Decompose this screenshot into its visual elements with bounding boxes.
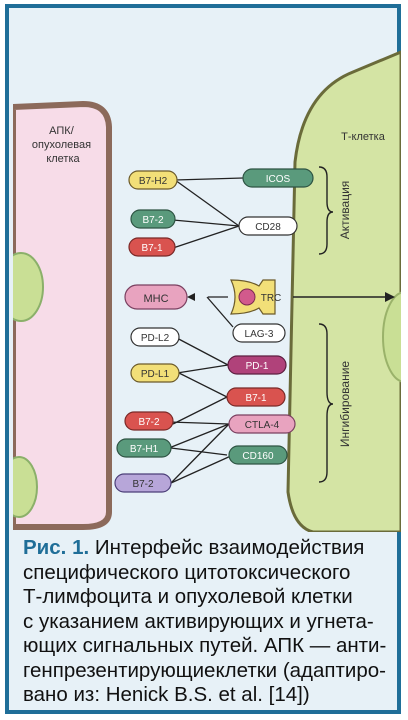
molecule-label: PD-L2 (141, 333, 170, 344)
molecule-label: CD160 (242, 451, 274, 462)
tcell-label: Т-клетка (341, 131, 386, 143)
apc-molecule-mhc: MHC (125, 285, 187, 309)
molecule-label: B7-2 (138, 417, 160, 428)
interface-diagram: АПК/ опухолевая клетка Т-клетка Активаци… (13, 12, 401, 532)
figure-label: Рис. 1. (23, 536, 89, 559)
caption-line: Рис. 1. Интерфейс взаимодействия (23, 536, 389, 561)
apc-label-line: клетка (46, 153, 80, 165)
apc-label-line: АПК/ (49, 125, 75, 137)
molecule-label: B7-1 (245, 393, 267, 404)
apc-molecule-pdl1: PD-L1 (131, 364, 179, 382)
t-molecule-ctla4: CTLA-4 (229, 415, 295, 433)
t-molecule-cd160: CD160 (229, 446, 287, 464)
apc-molecule-b72-lower: B7-2 (125, 412, 173, 430)
t-molecule-b71: B7-1 (227, 388, 285, 406)
molecule-label: MHC (143, 293, 168, 305)
caption-line: генпрезентирующиеклетки (адаптиро- (23, 659, 389, 684)
molecule-label: CTLA-4 (245, 420, 280, 431)
molecule-label: B7-H2 (139, 176, 168, 187)
molecule-label: PD-1 (246, 361, 269, 372)
molecule-label: B7-2 (142, 215, 164, 226)
apc-molecule-b72: B7-2 (131, 210, 175, 228)
caption-line: ющих сигнальных путей. АПК — анти- (23, 634, 389, 659)
caption-line: с указанием активирующих и угнета- (23, 610, 389, 635)
apc-molecule-b72-bottom: B7-2 (115, 474, 171, 492)
molecule-label: B7-2 (132, 479, 154, 490)
molecule-label: B7-H1 (130, 444, 159, 455)
molecule-label: TRC (261, 293, 282, 304)
apc-molecule-b71: B7-1 (129, 238, 175, 256)
caption-line: Т-лимфоцита и опухолевой клетки (23, 585, 389, 610)
t-molecule-pd1: PD-1 (228, 356, 286, 374)
molecule-label: CD28 (255, 222, 281, 233)
t-molecule-icos: ICOS (243, 169, 313, 187)
molecule-label: PD-L1 (141, 369, 170, 380)
apc-molecule-b7h2: B7-H2 (129, 171, 177, 189)
apc-label-line: опухолевая (32, 139, 91, 151)
apc-molecule-b7h1: B7-H1 (117, 439, 171, 457)
t-cell (288, 52, 401, 532)
apc-molecule-pdl2: PD-L2 (131, 328, 179, 346)
t-molecule-cd28: CD28 (239, 217, 297, 235)
figure-frame: АПК/ опухолевая клетка Т-клетка Активаци… (5, 4, 401, 714)
caption-text: Интерфейс взаимодействия (95, 536, 365, 559)
inhibition-label: Ингибирование (338, 361, 352, 448)
t-molecule-lag3: LAG-3 (233, 324, 285, 342)
activation-label: Активация (338, 181, 352, 240)
connectors (169, 178, 243, 483)
caption-line: специфического цитотоксического (23, 561, 389, 586)
t-molecule-tcr: TRC (231, 280, 281, 314)
caption-line: вано из: Henick B.S. et al. [14]) (23, 683, 389, 708)
mhc-arrowhead (187, 293, 195, 301)
molecule-label: ICOS (266, 174, 291, 185)
molecule-label: B7-1 (141, 243, 163, 254)
figure-caption: Рис. 1. Интерфейс взаимодействия специфи… (23, 536, 389, 708)
molecule-label: LAG-3 (245, 329, 274, 340)
